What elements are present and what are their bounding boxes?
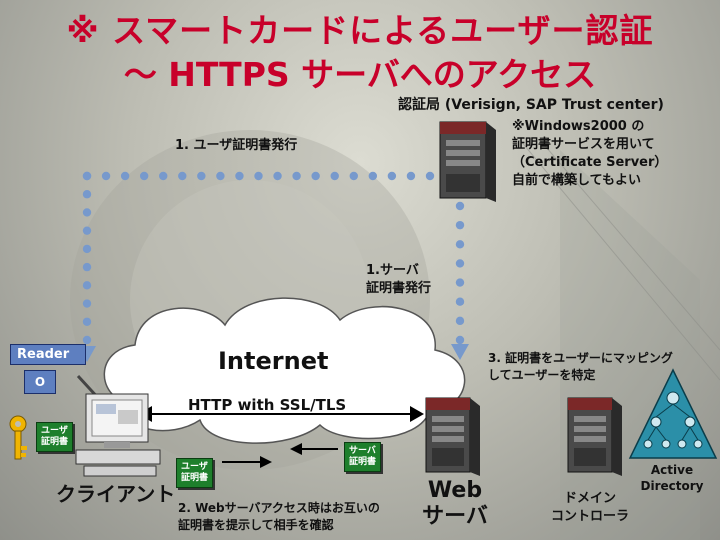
step-mapping: 3. 証明書をユーザーにマッピング してユーザーを特定 — [488, 350, 673, 384]
web-server-label-line: サーバ — [422, 504, 488, 529]
active-directory-icon — [628, 368, 718, 459]
dot — [425, 171, 435, 181]
client-label: クライアント — [56, 482, 176, 506]
domain-controller-label-line: コントローラ — [550, 509, 629, 524]
cert-line: 証明書 — [41, 437, 69, 447]
dot — [216, 171, 225, 181]
server-cert: サーバ 証明書 — [344, 442, 382, 472]
cert-line: 証明書 — [349, 457, 377, 467]
dot — [197, 171, 206, 181]
step-mapping-line: 3. 証明書をユーザーにマッピング — [488, 351, 673, 365]
reader-box: Reader — [10, 344, 86, 365]
step-server-cert-issue: 1.サーバ 証明書発行 — [366, 262, 431, 298]
title-line-2: ～ HTTPS サーバへのアクセス — [123, 55, 597, 94]
active-directory-label: Active Directory — [628, 462, 716, 494]
web-server-icon — [425, 397, 480, 476]
ca-note-line: 証明書サービスを用いて — [512, 137, 655, 152]
dot — [159, 171, 168, 181]
dot — [455, 240, 465, 249]
ca-server-icon — [439, 121, 496, 202]
cert-line: ユーザ — [41, 426, 68, 436]
step-server-cert-line: 1.サーバ — [366, 263, 419, 278]
step-web-access-line: 2. Webサーバアクセス時はお互いの — [178, 501, 380, 515]
dot — [82, 190, 92, 199]
ca-note-line: 自前で構築してもよい — [512, 173, 641, 188]
reader-slot-icon: O — [24, 370, 56, 394]
ca-note-line: ※Windows2000 の — [512, 119, 645, 134]
dot — [101, 171, 111, 181]
active-directory-label-line: Directory — [640, 479, 704, 493]
step-user-cert-issue: 1. ユーザ証明書発行 — [175, 138, 298, 153]
ca-note-line: （Certificate Server） — [512, 155, 668, 170]
dot — [455, 259, 465, 268]
dot — [455, 278, 465, 287]
dotted-line-top — [82, 171, 435, 181]
internet-label: Internet — [218, 347, 329, 375]
step-server-cert-line: 証明書発行 — [366, 281, 432, 296]
protocol-label: HTTP with SSL/TLS — [188, 396, 347, 414]
step-web-access: 2. Webサーバアクセス時はお互いの 証明書を提示して相手を確認 — [178, 500, 380, 534]
dot — [311, 171, 320, 181]
dot — [254, 171, 263, 181]
dot — [82, 226, 92, 235]
dot — [82, 281, 92, 290]
dot — [349, 171, 358, 181]
dot — [292, 171, 301, 181]
dotted-line-right — [455, 201, 465, 345]
ca-label: 認証局 (Verisign, SAP Trust center) — [398, 97, 664, 113]
dot — [387, 171, 397, 181]
key-icon — [9, 415, 27, 460]
dot — [178, 171, 187, 181]
client-computer-icon — [75, 393, 161, 477]
cert-line: 証明書 — [181, 473, 209, 483]
dot — [273, 171, 282, 181]
dot — [120, 171, 130, 181]
cert-arrow-right — [260, 456, 272, 468]
dot — [330, 171, 339, 181]
user-cert: ユーザ 証明書 — [176, 458, 214, 488]
step-web-access-line: 証明書を提示して相手を確認 — [178, 518, 334, 532]
dot — [139, 171, 149, 181]
dotted-line-left — [82, 171, 92, 345]
internet-cloud — [103, 297, 466, 444]
dot — [235, 171, 244, 181]
dot — [82, 171, 92, 181]
dot — [455, 316, 465, 326]
dot — [82, 317, 92, 326]
dot — [82, 208, 92, 217]
dot — [455, 220, 465, 230]
dot — [455, 201, 465, 211]
domain-controller-label-line: ドメイン — [563, 491, 616, 506]
cert-line: サーバ — [349, 446, 376, 456]
cert-arrow-left — [290, 443, 302, 455]
dot — [368, 171, 378, 181]
cert-line: ユーザ — [181, 462, 208, 472]
dot — [455, 297, 465, 306]
dot — [82, 299, 92, 308]
step-mapping-line: してユーザーを特定 — [488, 368, 596, 382]
dot — [455, 335, 465, 345]
ca-note: ※Windows2000 の 証明書サービスを用いて （Certificate … — [512, 118, 667, 190]
ssl-arrow-right — [410, 406, 424, 422]
title-line-1: ※ スマートカードによるユーザー認証 — [66, 11, 654, 50]
dot — [406, 171, 416, 181]
dot — [82, 335, 92, 345]
domain-controller-icon — [567, 397, 622, 476]
web-server-label-line: Web — [427, 478, 483, 503]
web-server-label: Web サーバ — [420, 478, 490, 530]
dot — [82, 244, 92, 254]
arrow-down-right — [451, 344, 469, 360]
domain-controller-label: ドメイン コントローラ — [540, 490, 640, 526]
dot — [82, 262, 92, 272]
client-user-cert-badge: ユーザ 証明書 — [36, 422, 74, 452]
active-directory-label-line: Active — [650, 463, 694, 477]
